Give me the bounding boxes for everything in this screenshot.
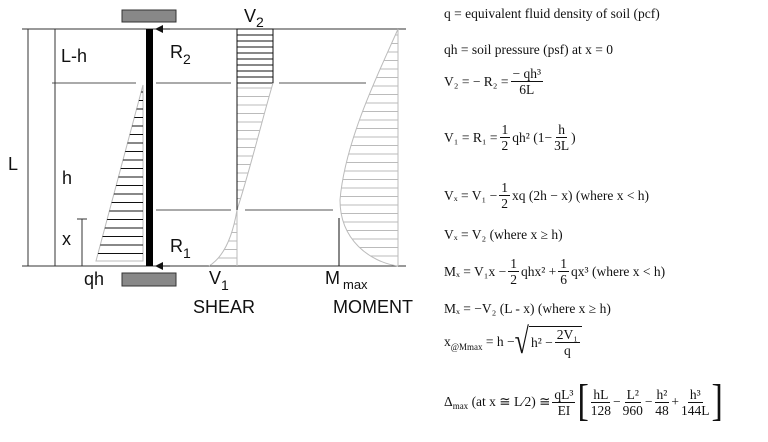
label-V1: V1 [209,268,229,293]
label-shear: SHEAR [193,297,255,317]
soil-pressure-load [95,84,144,262]
top-support-plate [121,9,177,23]
dimension-lines [27,29,87,266]
eq-vx-ge-h: Vₓ = V₂ (where x ≥ h) [444,227,563,242]
label-R2: R2 [170,42,191,67]
eq-q-definition: q = equivalent fluid density of soil (pc… [444,6,660,21]
eq-qh-definition: qh = soil pressure (psf) at x = 0 [444,42,613,57]
label-V2: V2 [244,6,264,30]
label-moment: MOMENT [333,297,413,317]
moment-diagram [338,28,399,267]
beam [146,29,153,266]
reference-lines [22,28,406,267]
label-L: L [8,154,18,174]
label-x: x [62,229,71,249]
eq-mx-ge-h: Mₓ = −V₂ (L - x) (where x ≥ h) [444,301,611,316]
label-h: h [62,168,72,188]
bottom-support-plate [121,272,177,287]
label-R1: R1 [170,236,191,261]
label-qh: qh [84,269,104,289]
shear-diagram [208,28,274,267]
label-L-minus-h: L-h [61,46,87,66]
